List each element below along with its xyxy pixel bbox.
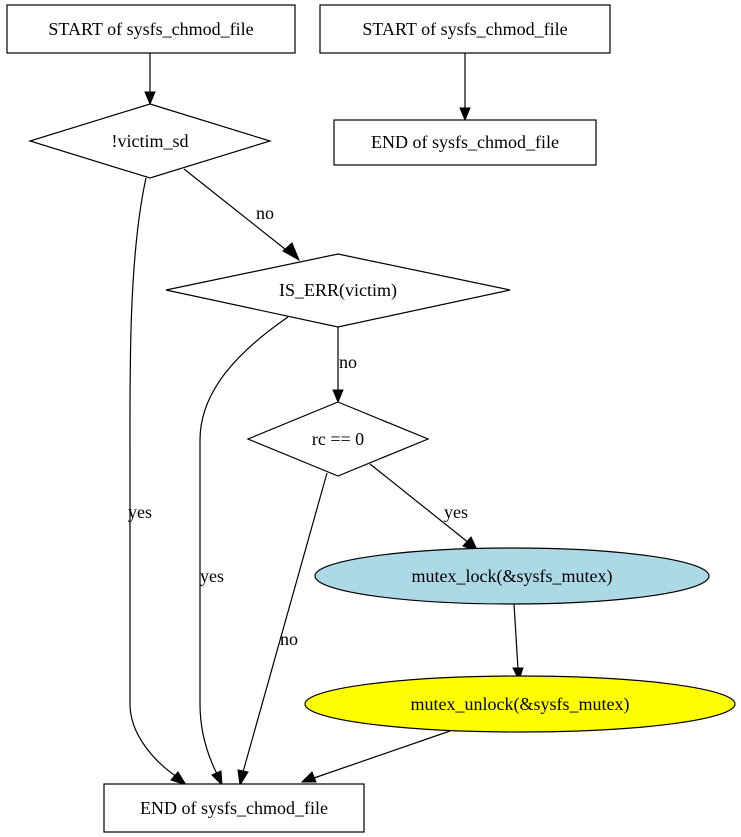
node-end-right: END of sysfs_chmod_file bbox=[333, 119, 597, 166]
node-start-right: START of sysfs_chmod_file bbox=[319, 4, 611, 54]
edge-unlock-to-end bbox=[313, 730, 451, 779]
node-box bbox=[333, 119, 597, 166]
arrowhead bbox=[512, 667, 524, 682]
edge-label-rc-yes: yes bbox=[444, 502, 468, 522]
node-mutex-unlock: mutex_unlock(&sysfs_mutex) bbox=[304, 675, 736, 733]
edge-rc-no bbox=[242, 472, 328, 773]
edge-label-victim-no: no bbox=[256, 203, 274, 223]
decision-is-err: IS_ERR(victim) bbox=[165, 253, 511, 328]
process-label: mutex_lock(&sysfs_mutex) bbox=[412, 566, 613, 587]
edge-label-victim-yes: yes bbox=[128, 502, 152, 522]
edge-label-rc-no: no bbox=[280, 629, 298, 649]
edge-lock-to-unlock bbox=[513, 603, 519, 670]
decision-diamond bbox=[27, 103, 273, 179]
decision-diamond bbox=[165, 253, 511, 328]
arrowhead bbox=[282, 242, 301, 262]
node-box bbox=[103, 783, 365, 833]
edge-label-is-err-yes: yes bbox=[200, 566, 224, 586]
arrowhead bbox=[144, 91, 156, 106]
process-ellipse bbox=[314, 547, 710, 605]
edges bbox=[129, 53, 524, 787]
arrowhead bbox=[300, 771, 317, 783]
node-label: START of sysfs_chmod_file bbox=[48, 19, 253, 39]
decision-diamond bbox=[246, 401, 430, 477]
edge-label-is-err-no: no bbox=[339, 352, 357, 372]
node-mutex-lock: mutex_lock(&sysfs_mutex) bbox=[314, 547, 710, 605]
edge-rc-yes bbox=[369, 463, 470, 544]
edge-victim-sd-no bbox=[183, 168, 291, 254]
arrowhead bbox=[170, 771, 188, 786]
node-label: END of sysfs_chmod_file bbox=[371, 132, 559, 152]
edge-victim-sd-yes bbox=[129, 177, 178, 778]
process-label: mutex_unlock(&sysfs_mutex) bbox=[411, 694, 630, 715]
decision-label: !victim_sd bbox=[112, 131, 189, 151]
node-end-bottom: END of sysfs_chmod_file bbox=[103, 783, 365, 833]
node-label: START of sysfs_chmod_file bbox=[362, 19, 567, 39]
decision-label: rc == 0 bbox=[312, 429, 364, 449]
node-box bbox=[319, 4, 611, 54]
arrowhead bbox=[237, 769, 249, 787]
arrowhead bbox=[459, 107, 471, 122]
decision-label: IS_ERR(victim) bbox=[279, 280, 397, 301]
node-label: END of sysfs_chmod_file bbox=[140, 798, 328, 818]
node-start-left: START of sysfs_chmod_file bbox=[6, 4, 296, 54]
edge-is-err-yes bbox=[199, 316, 289, 775]
node-box bbox=[6, 4, 296, 54]
process-ellipse bbox=[304, 675, 736, 733]
decision-victim-sd: !victim_sd bbox=[27, 103, 273, 179]
decision-rc-check: rc == 0 bbox=[246, 401, 430, 477]
arrowhead bbox=[332, 389, 344, 404]
arrowhead bbox=[211, 770, 223, 787]
edge-labels: no yes no yes yes no bbox=[128, 203, 468, 649]
